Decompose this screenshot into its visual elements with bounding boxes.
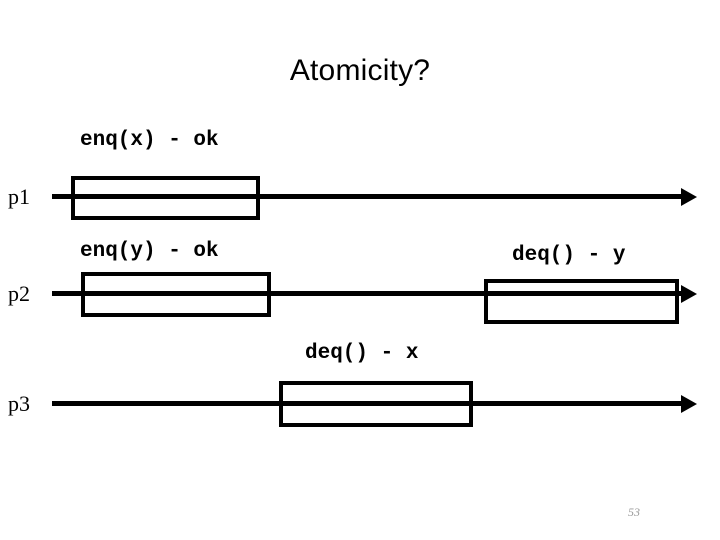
operation-interval-p3-deqx[interactable]	[279, 381, 473, 427]
process-label-p2: p2	[8, 281, 30, 306]
page-number: 53	[628, 505, 640, 519]
timeline-axis-p2	[52, 291, 682, 296]
timeline-axis-p3	[52, 401, 682, 406]
arrow-right-icon	[681, 285, 697, 303]
operation-label-p2-enqy: enq(y) - ok	[80, 240, 219, 263]
operation-interval-p2-enqy[interactable]	[81, 272, 271, 317]
process-label-p3: p3	[8, 391, 30, 416]
operation-label-p3-deqx: deq() - x	[305, 342, 419, 365]
operation-label-p1-enqx: enq(x) - ok	[80, 129, 219, 152]
arrow-right-icon	[681, 395, 697, 413]
operation-interval-p2-deqy[interactable]	[484, 279, 679, 324]
arrow-right-icon	[681, 188, 697, 206]
timeline-axis-p1	[52, 194, 682, 199]
page-title: Atomicity?	[289, 54, 431, 87]
process-label-p1: p1	[8, 184, 30, 209]
operation-interval-p1-enqx[interactable]	[71, 176, 260, 220]
operation-label-p2-deqy: deq() - y	[512, 244, 626, 267]
